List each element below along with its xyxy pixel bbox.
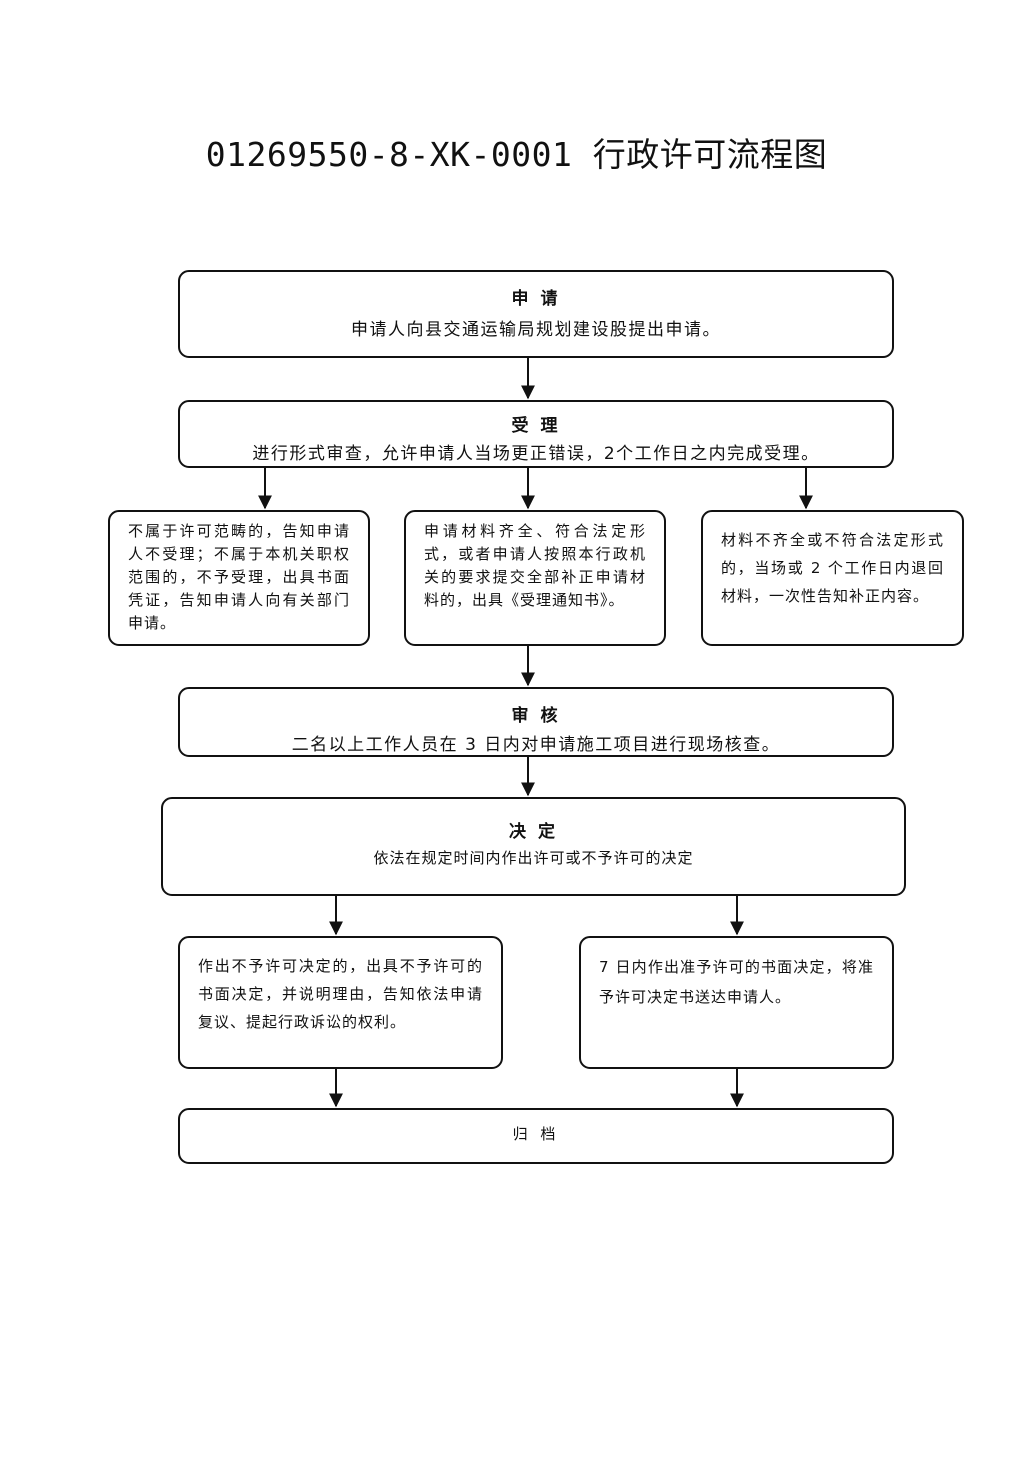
apply-box: 申 请 申请人向县交通运输局规划建设股提出申请。	[178, 270, 894, 358]
accept-branch-box-2: 申请材料齐全、符合法定形式，或者申请人按照本行政机关的要求提交全部补正申请材料的…	[404, 510, 666, 646]
archive-box: 归 档	[178, 1108, 894, 1164]
accept-box: 受 理 进行形式审查，允许申请人当场更正错误，2个工作日之内完成受理。	[178, 400, 894, 468]
deny-box: 作出不予许可决定的，出具不予许可的书面决定，并说明理由，告知依法申请复议、提起行…	[178, 936, 503, 1069]
review-text: 二名以上工作人员在 3 日内对申请施工项目进行现场核查。	[291, 735, 781, 755]
page-title: 01269550-8-XK-0001 行政许可流程图	[205, 135, 828, 174]
decide-text: 依法在规定时间内作出许可或不予许可的决定	[373, 849, 694, 867]
grant-text: 7 日内作出准予许可的书面决定，将准予许可决定书送达申请人。	[599, 958, 874, 1006]
review-heading: 审 核	[511, 706, 561, 726]
apply-heading: 申 请	[511, 289, 561, 309]
accept-heading: 受 理	[511, 416, 561, 436]
accept-branch-text-1: 不属于许可范畴的，告知申请人不受理；不属于本机关职权范围的，不予受理，出具书面凭…	[128, 522, 350, 632]
review-box: 审 核 二名以上工作人员在 3 日内对申请施工项目进行现场核查。	[178, 687, 894, 757]
accept-branch-box-3: 材料不齐全或不符合法定形式的，当场或 2 个工作日内退回材料，一次性告知补正内容…	[701, 510, 964, 646]
deny-text: 作出不予许可决定的，出具不予许可的书面决定，并说明理由，告知依法申请复议、提起行…	[198, 957, 483, 1031]
accept-branch-box-1: 不属于许可范畴的，告知申请人不受理；不属于本机关职权范围的，不予受理，出具书面凭…	[108, 510, 370, 646]
grant-box: 7 日内作出准予许可的书面决定，将准予许可决定书送达申请人。	[579, 936, 894, 1069]
accept-branch-text-2: 申请材料齐全、符合法定形式，或者申请人按照本行政机关的要求提交全部补正申请材料的…	[424, 522, 646, 609]
decide-heading: 决 定	[509, 822, 558, 842]
archive-heading: 归 档	[512, 1125, 560, 1143]
accept-text: 进行形式审查，允许申请人当场更正错误，2个工作日之内完成受理。	[252, 444, 820, 464]
accept-branch-text-3: 材料不齐全或不符合法定形式的，当场或 2 个工作日内退回材料，一次性告知补正内容…	[721, 531, 944, 605]
apply-text: 申请人向县交通运输局规划建设股提出申请。	[351, 320, 721, 340]
decide-box: 决 定 依法在规定时间内作出许可或不予许可的决定	[161, 797, 906, 896]
